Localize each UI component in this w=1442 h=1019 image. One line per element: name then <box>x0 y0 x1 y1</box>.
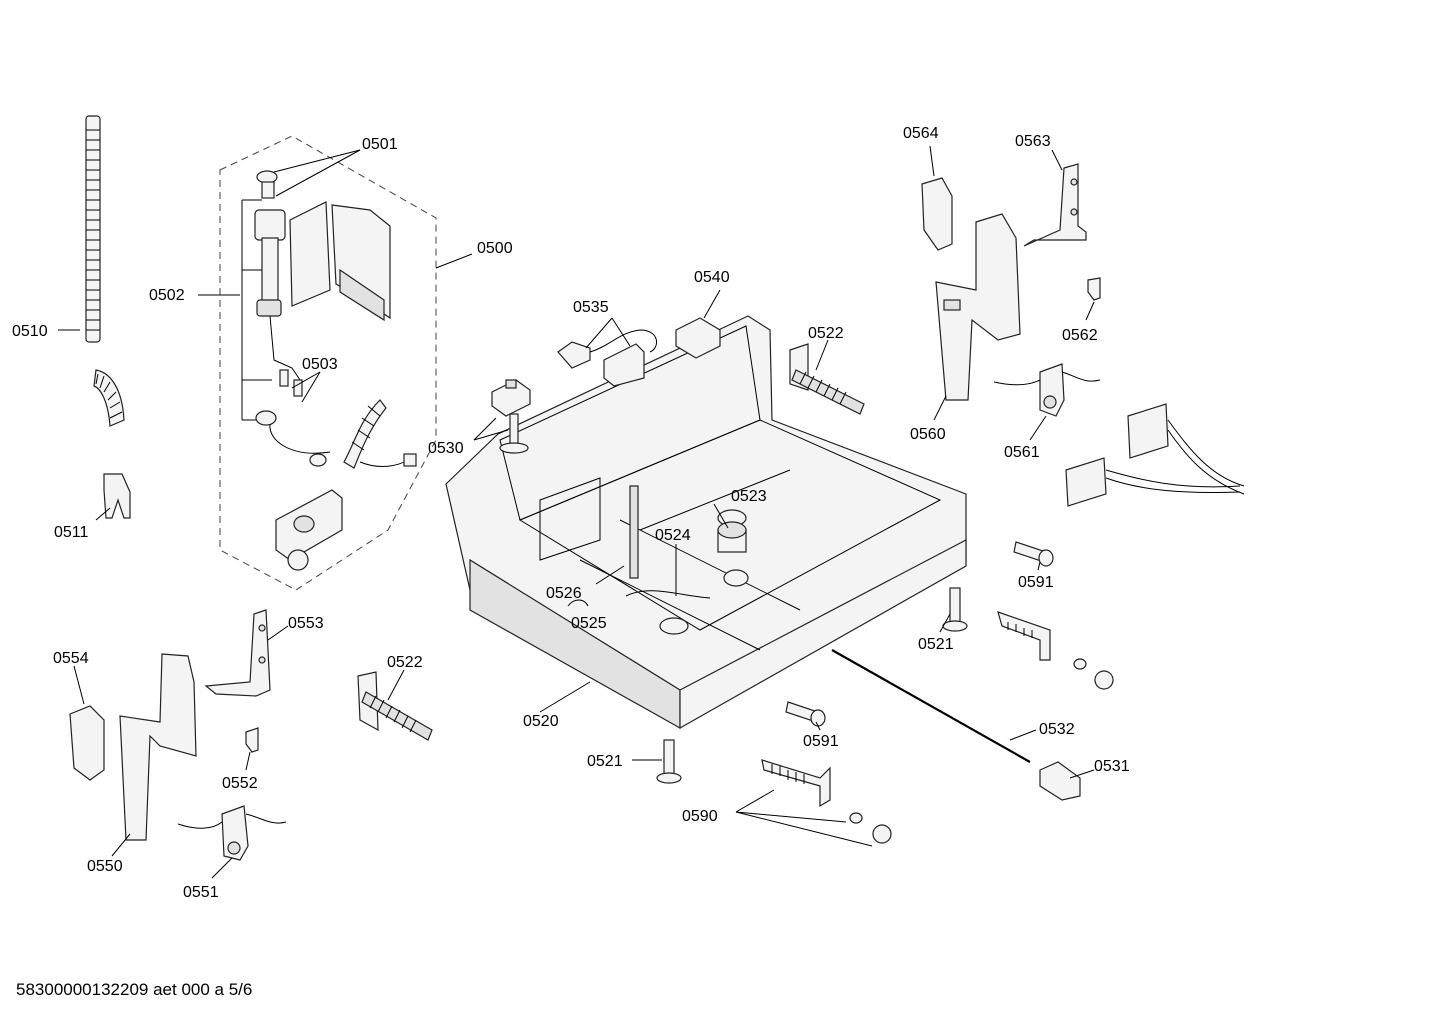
part-screw-0591a <box>1013 541 1054 571</box>
label-0535: 0535 <box>573 299 609 316</box>
part-spring-0522b <box>357 669 433 741</box>
part-bracket-0560 <box>933 213 1021 421</box>
label-0590: 0590 <box>682 808 718 825</box>
label-0564: 0564 <box>903 125 939 142</box>
part-hose-0510 <box>58 115 125 427</box>
label-0550: 0550 <box>87 858 123 875</box>
part-clip-0552 <box>245 727 259 771</box>
label-0562: 0562 <box>1062 327 1098 344</box>
part-clip-0511 <box>95 473 131 521</box>
label-0525: 0525 <box>571 615 607 632</box>
label-0530: 0530 <box>428 440 464 457</box>
part-bracket-0563 <box>1023 149 1087 247</box>
part-connector-0540 <box>675 289 721 359</box>
part-base-0520 <box>445 315 967 730</box>
label-0521a: 0521 <box>918 636 954 653</box>
label-0561: 0561 <box>1004 444 1040 461</box>
label-0503: 0503 <box>302 356 338 373</box>
label-0523: 0523 <box>731 488 767 505</box>
part-harness <box>1065 403 1245 507</box>
document-code: 58300000132209 aet 000 a 5/6 <box>16 980 253 999</box>
label-0521b: 0521 <box>587 753 623 770</box>
label-0563: 0563 <box>1015 133 1051 150</box>
part-spring-0522a <box>789 339 865 415</box>
label-0500: 0500 <box>477 240 513 257</box>
part-labels: 0501 0500 0502 0503 0510 0511 0535 0540 … <box>12 125 1130 901</box>
part-bracket-0590 <box>735 759 892 847</box>
part-screw-0521a <box>939 587 968 633</box>
label-0501: 0501 <box>362 136 398 153</box>
part-clip-0562 <box>1085 277 1101 321</box>
part-screw-0591b <box>785 701 826 731</box>
label-0540: 0540 <box>694 269 730 286</box>
label-0522b: 0522 <box>387 654 423 671</box>
part-assembly-0500 <box>198 135 473 591</box>
part-rod-0532 <box>831 649 1037 763</box>
label-0520: 0520 <box>523 713 559 730</box>
part-cable-0535 <box>557 317 658 387</box>
label-0553: 0553 <box>288 615 324 632</box>
part-bracket-0550 <box>111 653 197 857</box>
part-bracket-0553 <box>204 609 289 697</box>
label-0552: 0552 <box>222 775 258 792</box>
part-cover-0564 <box>921 145 953 251</box>
label-0511: 0511 <box>54 524 89 541</box>
part-motor-0561 <box>993 363 1101 441</box>
label-0554: 0554 <box>53 650 89 667</box>
label-0526: 0526 <box>546 585 582 602</box>
label-0510: 0510 <box>12 323 48 340</box>
part-screw-0521b <box>632 739 682 784</box>
label-0502: 0502 <box>149 287 185 304</box>
label-0591a: 0591 <box>1018 574 1054 591</box>
label-0524: 0524 <box>655 527 691 544</box>
part-feet-0530 <box>473 379 531 454</box>
label-0531: 0531 <box>1094 758 1130 775</box>
label-0591b: 0591 <box>803 733 839 750</box>
part-cover-0554 <box>69 665 105 781</box>
label-0551: 0551 <box>183 884 219 901</box>
part-motor-0551 <box>177 805 287 879</box>
label-0532: 0532 <box>1039 721 1075 738</box>
part-bracket-0590a <box>997 611 1114 690</box>
label-0522a: 0522 <box>808 325 844 342</box>
part-knob-0531 <box>1039 761 1095 801</box>
label-0560: 0560 <box>910 426 946 443</box>
